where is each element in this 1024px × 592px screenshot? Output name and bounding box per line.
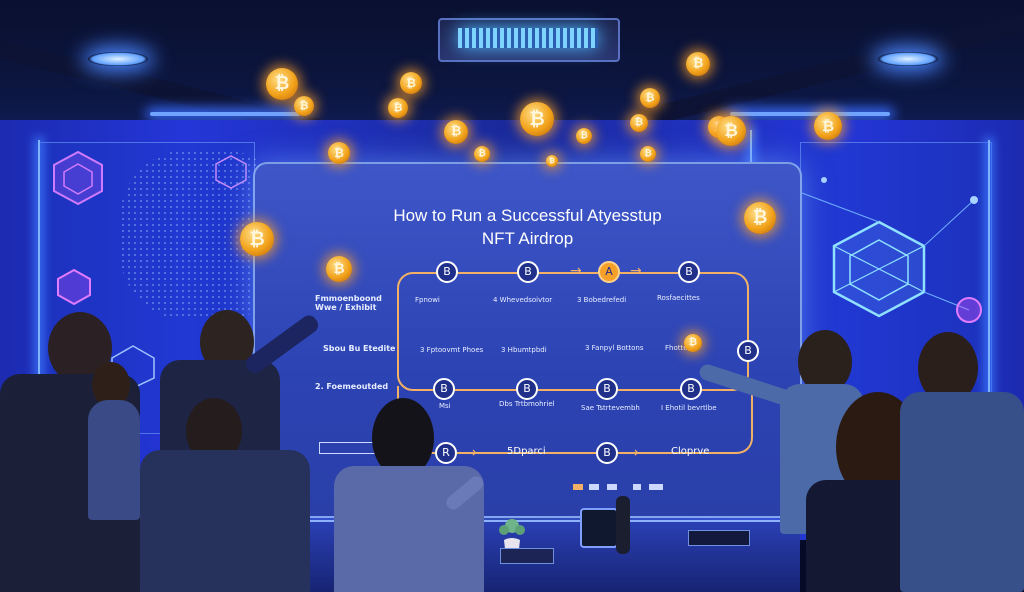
ceiling-light-strip (150, 112, 300, 116)
bitcoin-coin-icon: ₿ (640, 146, 656, 162)
person-head (372, 398, 434, 478)
flow-node: B (680, 378, 702, 400)
presentation-screen: How to Run a Successful Atyesstup NFT Ai… (253, 162, 802, 518)
left-step: Fmmoenboond Wwe / Exhibit (315, 294, 395, 312)
step-row1: Rosfaecittes (657, 294, 700, 302)
bitcoin-coin-icon: ₿ (716, 116, 746, 146)
step-row2: Fhotte (665, 344, 688, 352)
step-row1: Fpnowi (415, 296, 440, 304)
flow-node: B (596, 378, 618, 400)
desk-clock-icon (580, 508, 618, 548)
step-row3: Dbs Trtbmohriel (499, 400, 555, 408)
ceiling-light-strip (730, 112, 890, 116)
bitcoin-coin-icon: ₿ (686, 52, 710, 76)
flow-node: B (436, 261, 458, 283)
bitcoin-coin-icon: ₿ (400, 72, 422, 94)
ceiling-lamp (88, 52, 148, 66)
bitcoin-coin-icon: ₿ (388, 98, 408, 118)
notebook-icon (688, 530, 750, 546)
step-row2: 3 Hbumtpbdi (501, 346, 547, 354)
bitcoin-coin-icon: ₿ (640, 88, 660, 108)
flow-node: B (737, 340, 759, 362)
hexagon-icon (57, 268, 91, 306)
ceiling (0, 0, 1024, 150)
neon-edge (38, 140, 40, 420)
step-row3: Sae Tstrtevembh (581, 404, 640, 412)
arrow-right-icon: → (627, 445, 639, 461)
bitcoin-coin-icon: ₿ (444, 120, 468, 144)
projector (438, 18, 620, 62)
person-torso (88, 400, 140, 520)
arrow-right-icon: → (630, 263, 642, 279)
flowchart-loop (397, 272, 749, 391)
left-step-head: Fmmoenboond (315, 294, 382, 303)
step-row1: 4 Whevedsoivtor (493, 296, 553, 304)
bitcoin-coin-icon: ₿ (326, 256, 352, 282)
bitcoin-coin-icon: ₿ (328, 142, 350, 164)
person-head (798, 330, 852, 394)
screen-title: How to Run a Successful Atyesstup NFT Ai… (255, 204, 800, 250)
bitcoin-coin-icon: ₿ (266, 68, 298, 100)
hexagon-icon (215, 155, 247, 189)
bitcoin-coin-icon: ₿ (684, 334, 702, 352)
flow-node: B (433, 378, 455, 400)
left-step: Sbou Bu Etedite (323, 344, 403, 353)
left-step-head: Sbou Bu Etedite (323, 344, 396, 353)
bitcoin-coin-icon: ₿ (240, 222, 274, 256)
step-row2: 3 Fptoovmt Phoes (420, 346, 484, 354)
bitcoin-coin-icon: ₿ (294, 96, 314, 116)
arrow-right-icon: → (570, 263, 582, 279)
bitcoin-coin-icon: ₿ (744, 202, 776, 234)
bitcoin-coin-icon: ₿ (520, 102, 554, 136)
person-torso (140, 450, 310, 592)
person-torso (900, 392, 1024, 592)
left-step-head: 2. Foemeoutded (315, 382, 389, 391)
screen-title-line1: How to Run a Successful Atyesstup (393, 206, 662, 225)
flow-node: B (517, 261, 539, 283)
flow-node: R (435, 442, 457, 464)
step-row3: I Ehotil bevrtlbe (661, 404, 717, 412)
step-row3: Msi (439, 402, 451, 410)
footer-logos (573, 484, 663, 490)
bitcoin-coin-icon: ₿ (576, 128, 592, 144)
step-row2: 3 Fanpyl Bottons (585, 344, 644, 352)
hexagon-icon (53, 150, 103, 206)
flow-node: B (596, 442, 618, 464)
mid-label: 5Dparci (507, 446, 546, 457)
neon-edge (988, 140, 990, 420)
bitcoin-coin-icon: ₿ (814, 112, 842, 140)
bottle-icon (616, 496, 630, 554)
end-label: Cloprve (671, 446, 710, 457)
bitcoin-coin-icon: ₿ (546, 155, 558, 167)
flow-node-active: A (598, 261, 620, 283)
bitcoin-coin-icon: ₿ (630, 114, 648, 132)
flow-node: B (678, 261, 700, 283)
ceiling-lamp (878, 52, 938, 66)
tablet-icon (500, 548, 554, 564)
network-graph-icon (790, 177, 982, 323)
step-row1: 3 Bobedrefedi (577, 296, 627, 304)
screen-title-line2: NFT Airdrop (481, 229, 574, 248)
bitcoin-coin-icon: ₿ (474, 146, 490, 162)
arrow-right-icon: → (465, 445, 477, 461)
left-step: 2. Foemeoutded (315, 382, 395, 391)
left-step-sub: Wwe / Exhibit (315, 303, 377, 312)
projector-grille (458, 28, 598, 48)
flow-node: B (516, 378, 538, 400)
